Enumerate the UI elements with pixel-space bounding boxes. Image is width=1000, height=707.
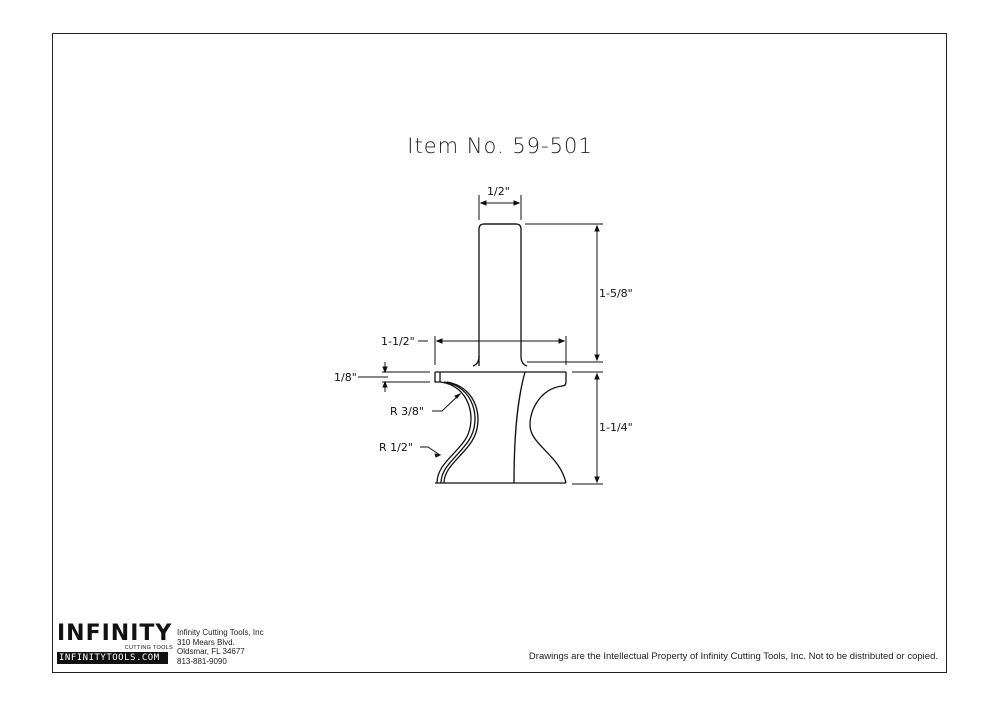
logo-subtitle: CUTTING TOOLS [124, 645, 173, 651]
dim-cutting-diameter: 1-1/2" [381, 335, 415, 348]
dim-radius-upper: R 3/8" [390, 405, 424, 418]
shank-outline [478, 223, 528, 367]
company-logo: INFINITY CUTTING TOOLS INFINITYTOOLS.COM [57, 623, 175, 664]
copyright-notice: Drawings are the Intellectual Property o… [528, 651, 938, 662]
dim-cutting-height: 1-1/4" [599, 421, 633, 434]
dim-shank-diameter: 1/2" [487, 185, 510, 198]
address-street: 310 Mears Blvd. [177, 637, 235, 647]
address-company: Infinity Cutting Tools, Inc [177, 628, 264, 637]
logo-url: INFINITYTOOLS.COM [57, 652, 168, 664]
drawing-border [52, 33, 947, 673]
item-title: Item No. 59-501 [407, 134, 593, 158]
dim-radius-lower: R 1/2" [379, 441, 413, 454]
logo-wordmark: INFINITY [57, 621, 173, 646]
dim-shank-length: 1-5/8" [599, 287, 633, 300]
dim-top-step: 1/8" [334, 371, 357, 384]
address-phone: 813-881-9090 [177, 656, 227, 666]
company-address: Infinity Cutting Tools, Inc 310 Mears Bl… [177, 628, 264, 666]
address-city: Oldsmar, FL 34677 [177, 647, 245, 656]
